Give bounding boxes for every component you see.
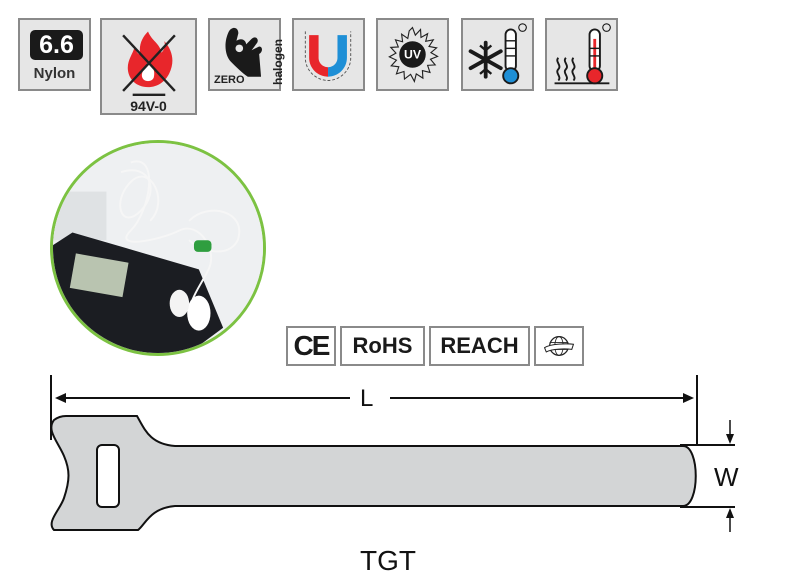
cold-resistant-icon [461,18,534,91]
uv-sun-icon: UV [388,26,439,84]
non-magnetic-icon [292,18,365,91]
earphone-cable-photo [53,143,263,353]
product-photo [50,140,266,356]
heat-thermometer-icon [554,23,611,85]
model-label: TGT [360,545,416,576]
width-label: W [714,462,739,492]
nylon-label: Nylon [33,65,76,82]
reach-mark: REACH [429,326,530,366]
iso-globe-mark [534,326,584,366]
zero-label: ZERO [214,74,245,86]
ce-mark: CE [286,326,336,366]
nylon-66-icon: 6.6 Nylon [18,18,91,91]
zero-halogen-icon: ZERO halogen [208,18,285,91]
ok-hand-icon [225,27,262,77]
length-label: L [360,385,374,412]
svg-text:UV: UV [404,48,422,62]
flame-rating-label: 94V-0 [130,98,167,114]
halogen-label: halogen [271,38,285,85]
magnet-icon [304,31,352,81]
heat-resistant-icon [545,18,618,91]
flame-crossed-icon [122,31,176,96]
rohs-mark: RoHS [340,326,425,366]
strap-dimension-diagram [50,375,735,532]
nylon-66-badge: 6.6 [30,30,83,60]
globe-icon [543,336,575,356]
snowflake-thermometer-icon [468,23,527,85]
uv-resistant-icon: UV [376,18,449,91]
flame-retardant-icon: 94V-0 [100,18,197,115]
